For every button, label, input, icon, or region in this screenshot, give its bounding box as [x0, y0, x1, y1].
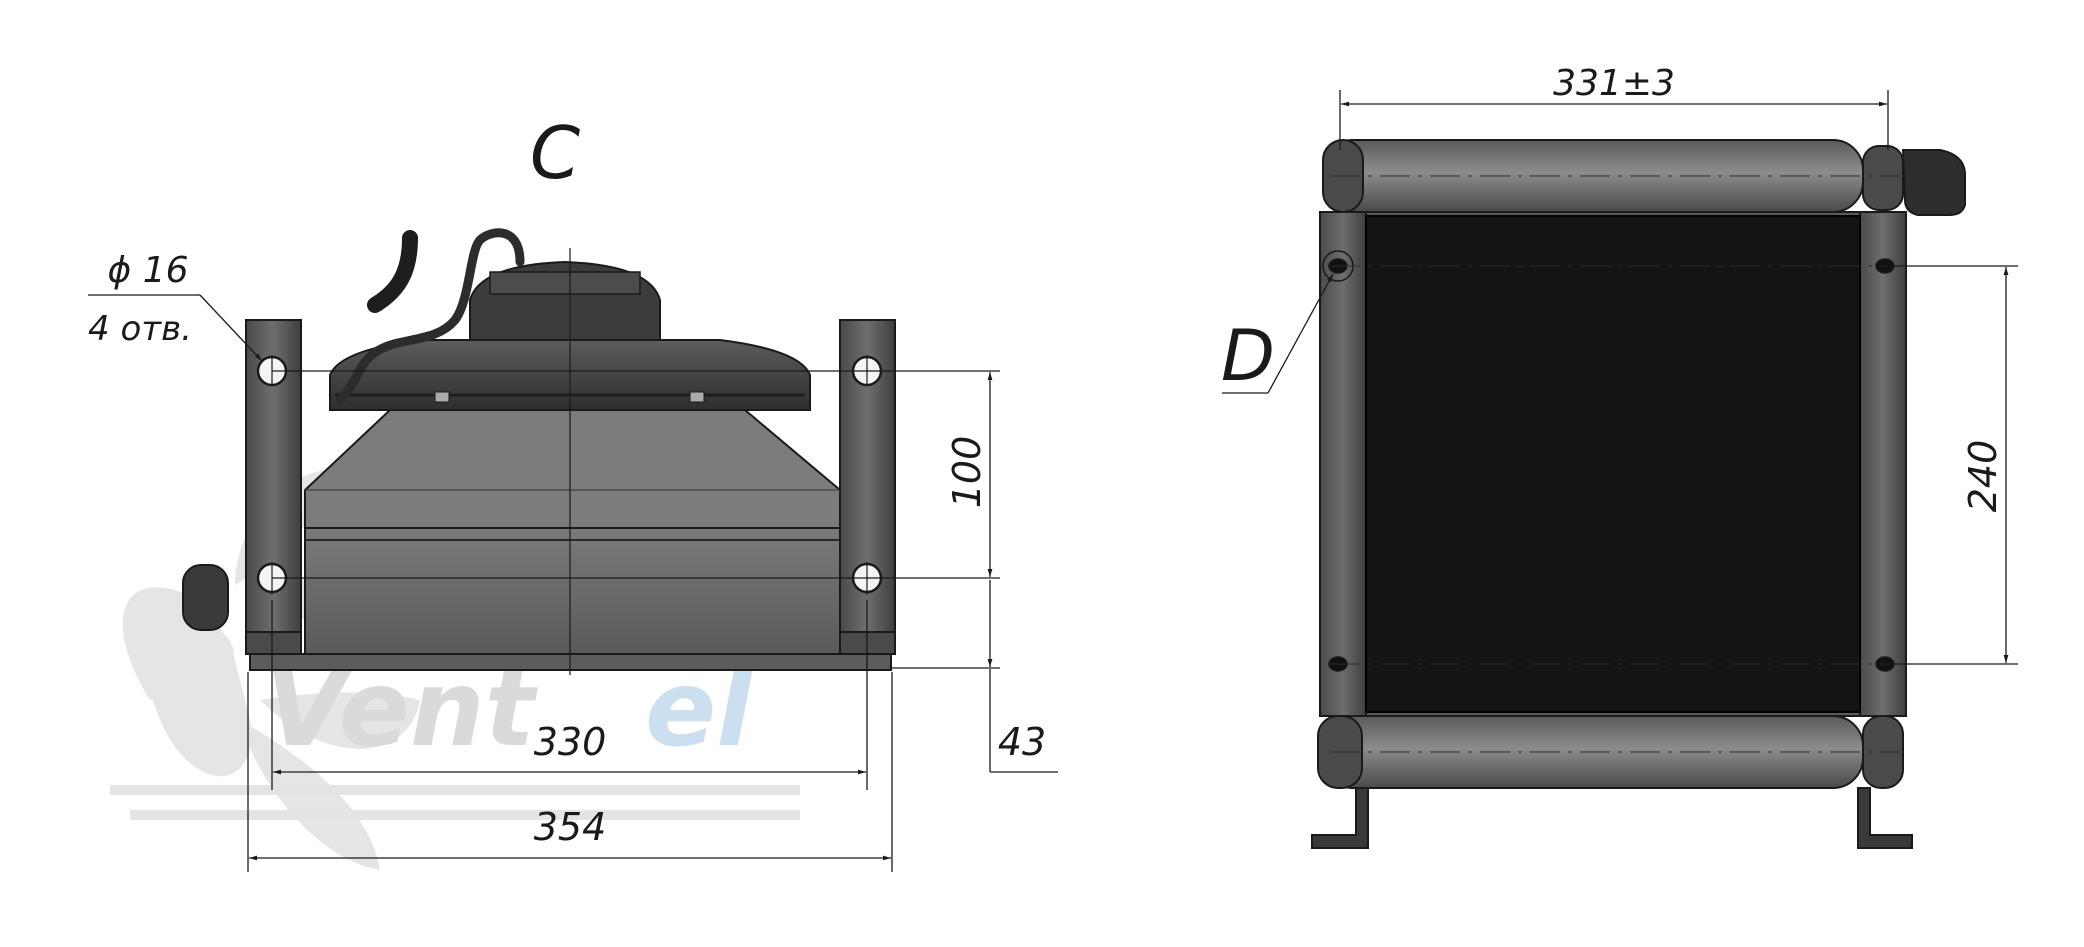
hole-count-label: 4 отв.: [88, 309, 192, 349]
left-body-shroud: [304, 409, 841, 529]
foot-bracket-left: [1311, 787, 1369, 849]
heat-exchanger-core: [1365, 215, 1861, 713]
dim-43-label: 43: [998, 720, 1046, 764]
dim-240: [1885, 265, 2018, 665]
screw-left: [434, 391, 450, 403]
cable: [335, 228, 525, 405]
view-d-leader: [1222, 273, 1334, 394]
dim-240-label: 240: [1961, 440, 2005, 513]
right-view-rail-left: [1319, 211, 1367, 717]
hole-diameter-label: ϕ 16: [108, 250, 189, 291]
fan-motor-cap: [489, 271, 641, 295]
right-centerlines: [1330, 175, 1900, 753]
dim-43: [891, 580, 1058, 773]
watermark-underline: [110, 785, 800, 820]
screw-right: [689, 391, 705, 403]
dim-100: [272, 370, 1000, 579]
dim-354: [247, 672, 893, 872]
right-view: 331±3 240 D: [1221, 63, 2018, 849]
dim-330: [271, 600, 868, 790]
dim-331-label: 331±3: [1553, 63, 1675, 104]
hole-callout-leader: [88, 294, 263, 362]
cable-plug: [367, 230, 418, 313]
foot-bracket-right: [1857, 787, 1913, 849]
left-rail-foot: [245, 631, 302, 655]
dim-330-label: 330: [534, 720, 607, 764]
dim-100-label: 100: [945, 436, 989, 509]
left-view: 100 43 330 354 ϕ 16 4 отв.: [88, 111, 1058, 872]
side-connector: [182, 564, 229, 631]
left-body-lower: [304, 527, 841, 655]
view-label-d: D: [1221, 315, 1275, 397]
top-tube-endcap-right: [1862, 145, 1904, 211]
view-label-c: C: [530, 111, 581, 195]
right-view-rail-right: [1859, 211, 1907, 717]
cable-connector: [1901, 149, 1966, 216]
dim-354-label: 354: [534, 805, 607, 849]
dim-331: [1339, 90, 1889, 150]
